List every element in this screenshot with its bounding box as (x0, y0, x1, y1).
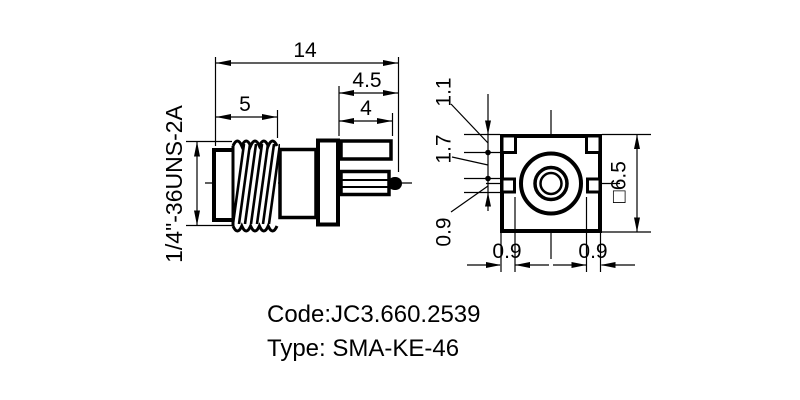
dim-label-14: 14 (293, 39, 317, 62)
dimension-flange-size: □6.5 (602, 133, 651, 233)
notch-left (500, 177, 516, 194)
thread-section (231, 139, 280, 233)
tab-top-left (500, 134, 517, 154)
center-pin (340, 177, 402, 190)
dim-label-5: 5 (239, 93, 251, 116)
dimension-thread-spec: 1/4"-36UNS-2A (161, 104, 200, 263)
side-view: 14 4.5 4 5 1/4"-36UNS-2A (161, 39, 412, 263)
side-extension-lines (186, 57, 400, 227)
dim-label-4-5: 4.5 (352, 69, 381, 92)
dimension-pin-length: 4.5 (339, 69, 398, 96)
body-circle (519, 151, 583, 216)
dim-label-0-9-left: 0.9 (433, 217, 456, 246)
bottom-dimensions: 0.9 0.9 (467, 197, 635, 272)
dielectric-leg (339, 169, 391, 197)
rear-body (212, 148, 236, 222)
body-barrel (278, 147, 318, 220)
pin-circle (539, 171, 563, 196)
dimension-overall-length: 14 (216, 39, 398, 66)
notch-right (586, 177, 602, 194)
flange-side (316, 138, 340, 227)
front-view: 1.1 1.7 0.9 □6.5 0.9 (433, 77, 651, 272)
dim-label-0-9-bottom-left: 0.9 (492, 240, 521, 263)
dim-label-0-9-bottom-right: 0.9 (578, 240, 607, 263)
left-chain-dimensions: 1.1 1.7 0.9 (433, 77, 500, 247)
dim-label-1-7: 1.7 (433, 134, 456, 163)
footer-block: Code:JC3.660.2539 Type: SMA-KE-46 (267, 301, 481, 362)
dim-label-6-5: □6.5 (608, 161, 631, 203)
dim-label-1-1: 1.1 (433, 77, 456, 106)
thread-spec-label: 1/4"-36UNS-2A (161, 104, 187, 262)
type-text: Type: SMA-KE-46 (267, 335, 459, 362)
dimension-thread-length: 5 (216, 93, 277, 120)
code-text: Code:JC3.660.2539 (267, 301, 481, 328)
tab-top-right (585, 134, 602, 154)
thread-bottom-scallops (231, 222, 279, 233)
dielectric-circle (533, 165, 569, 202)
top-leg (339, 139, 393, 161)
thread-hatching (231, 143, 280, 225)
pin-tip (388, 177, 402, 190)
dimension-leg-length: 4 (339, 97, 392, 124)
dim-label-4: 4 (360, 97, 372, 120)
